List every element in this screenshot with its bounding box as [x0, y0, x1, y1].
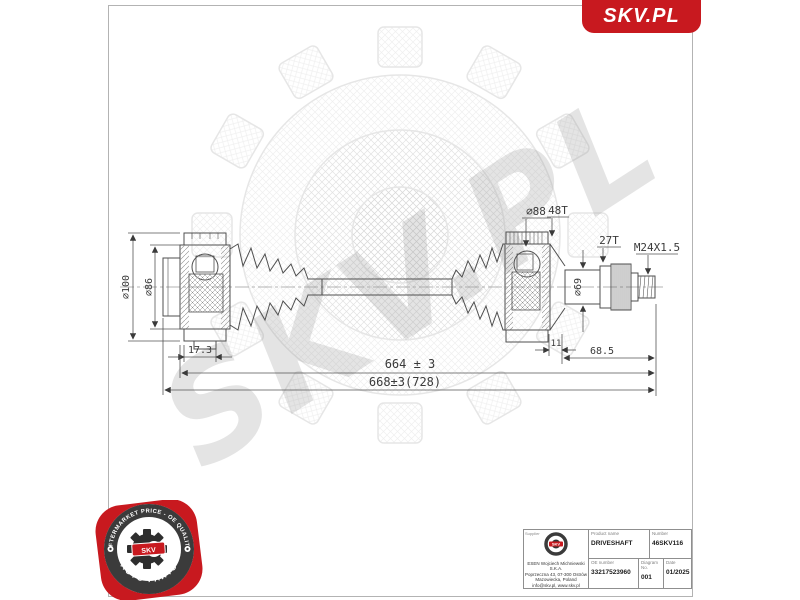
- oe-number-cell: OE number 33217523960: [589, 559, 638, 588]
- dim-length-main: 664 ± 3: [385, 357, 436, 371]
- dim-outer-diameter: ∅100: [121, 275, 132, 299]
- diagram-number-cell: Diagram No. 001: [638, 559, 663, 588]
- dim-stub-diameter: ∅69: [573, 278, 584, 296]
- dim-ring-diameter: ∅88: [526, 205, 546, 218]
- product-name-label: Product name: [591, 531, 620, 536]
- oe-number-value: 33217523960: [591, 569, 631, 576]
- oe-number-label: OE number: [591, 560, 615, 565]
- svg-text:SKV: SKV: [552, 542, 561, 547]
- dim-left-offset: 17.3: [188, 345, 212, 356]
- quality-badge: AFTERMARKET PRICE - OE QUALITY AUTO PART…: [90, 500, 203, 600]
- dim-stub-length: 68.5: [590, 346, 614, 357]
- title-block-supplier-cell: Supplier SKV ESEN Wojciech Michniewski S…: [524, 530, 589, 588]
- date-cell: Date 01/2025: [663, 559, 691, 588]
- dim-outer-spline: 27T: [599, 234, 619, 247]
- badge-ribbon-text: SKV: [141, 547, 156, 555]
- diagram-number-label: Diagram No.: [641, 560, 659, 570]
- part-number-value: 46SKV116: [652, 540, 684, 547]
- dim-inner-spline: 48T: [548, 204, 568, 217]
- supplier-label: Supplier: [525, 531, 540, 536]
- product-name-value: DRIVESHAFT: [591, 540, 633, 547]
- part-number-cell: Number 46SKV116: [649, 530, 691, 558]
- date-label: Date: [666, 560, 676, 565]
- dimension-lines: ∅100 ∅86 17.3 ∅88 48T 27T M24X1.5 ∅69 11…: [121, 204, 680, 396]
- brand-logo-text: SKV.PL: [603, 5, 680, 27]
- dim-groove-width: 11: [551, 339, 562, 349]
- date-value: 01/2025: [666, 569, 690, 576]
- dim-thread: M24X1.5: [634, 241, 680, 254]
- title-block: Supplier SKV ESEN Wojciech Michniewski S…: [523, 529, 692, 589]
- brand-logo: SKV.PL: [582, 0, 701, 33]
- company-line-1: ESEN Wojciech Michniewski S.K.A.: [527, 561, 585, 572]
- title-block-logo-icon: SKV: [544, 532, 568, 556]
- diagram-number-value: 001: [641, 574, 652, 581]
- shaft-geometry: [162, 231, 656, 350]
- dim-inner-diameter: ∅86: [144, 278, 155, 296]
- product-name-cell: Product name DRIVESHAFT: [589, 530, 649, 558]
- company-line-3: info@skv.pl, www.skv.pl: [532, 582, 580, 588]
- company-line-2: Poprzeczna 43, 07-300 Ostrów Mazowiecka,…: [524, 571, 588, 583]
- part-number-label: Number: [652, 531, 669, 536]
- dim-length-total: 668±3(728): [369, 375, 441, 389]
